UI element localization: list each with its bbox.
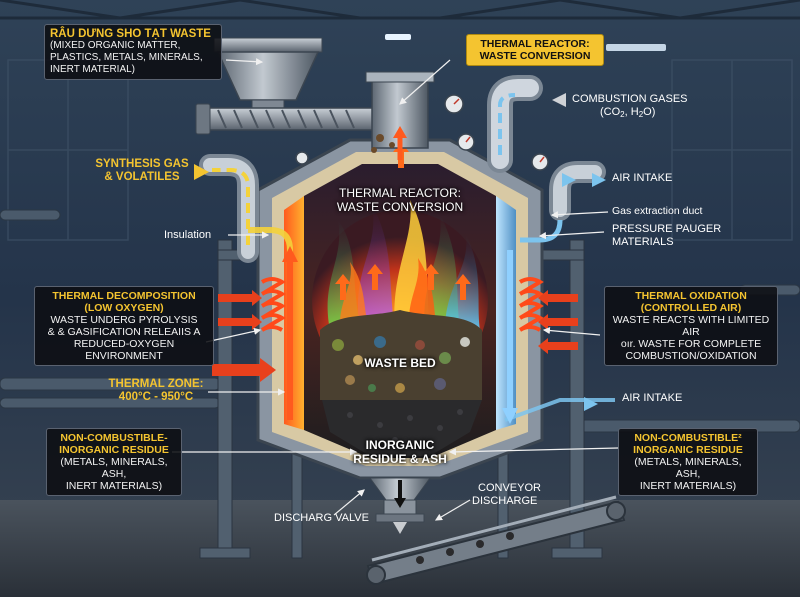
residue-right-title-line1: NON-COMBUSTIBLE² [634, 432, 742, 444]
conveyor-belt [366, 495, 626, 586]
thermal-decomposition-label: THERMAL DECOMPOSITION (LOW OXYGEN) WASTE… [34, 286, 214, 366]
screw-feeder [195, 103, 379, 135]
feed-waste-label: RÂU DƯNG SHO TẠT WASTE (MIXED ORGANIC MA… [44, 24, 222, 80]
ash-pile [322, 400, 482, 456]
waste-bed-label: WASTE BED [364, 356, 436, 370]
residue-right-title-line2: INORGANIC RESIDUE [633, 444, 743, 456]
reactor-top-label: THERMAL REACTOR: WASTE CONVERSION [466, 34, 604, 66]
residue-right-desc-line1: (METALS, MINERALS, ASH, [634, 456, 742, 480]
combustion-formula-a: (CO [600, 106, 621, 118]
residue-left-desc-line1: (METALS, MINERALS, ASH, [60, 456, 168, 480]
reactor-mid-line1: THERMAL REACTOR: [338, 186, 461, 200]
residue-left-title-line1: NON-COMBUSTIBLE- [60, 432, 168, 444]
residue-right-desc-line2: INERT MATERIALS) [639, 480, 737, 492]
thermal-zone-label: THERMAL ZONE: 400°C - 950°C [104, 378, 208, 404]
oxid-title-line2: (CONTROLLED AIR) [640, 302, 742, 314]
reactor-mid-label: THERMAL REACTOR: WASTE CONVERSION [322, 186, 478, 214]
pressure-gauge-label: PRESSURE PAUGER MATERIALS [612, 223, 752, 249]
decomp-title-line1: THERMAL DECOMPOSITION [52, 290, 196, 302]
waste-debris [332, 336, 470, 393]
heating-coil-right [518, 277, 544, 332]
synthesis-gas-line1: SYNTHESIS GAS [95, 158, 189, 170]
thermal-oxidation-label: THERMAL OXIDATION (CONTROLLED AIR) WASTE… [604, 286, 778, 366]
conveyor-line2: DISCHARGE [472, 495, 538, 507]
combustion-formula-b: , H [624, 106, 639, 118]
residue-left-desc-line2: INERT MATERIALS) [65, 480, 163, 492]
flow-arrows [194, 93, 606, 508]
thermal-zone-line2: 400°C - 950°C [118, 391, 194, 403]
heating-coil-left [260, 277, 286, 332]
pressure-gauge-line2: MATERIALS [612, 236, 674, 248]
pressure-gauge-line1: PRESSURE PAUGER [612, 223, 722, 235]
residue-left-label: NON-COMBUSTIBLE- INORGANIC RESIDUE (META… [46, 428, 182, 496]
synthesis-gas-label: SYNTHESIS GAS & VOLATILES [92, 158, 192, 184]
ceiling-lights [385, 34, 666, 51]
decomp-title-line2: (LOW OXYGEN) [84, 302, 164, 314]
feed-waste-desc: (MIXED ORGANIC MATTER, PLASTICS, METALS,… [50, 40, 203, 75]
residue-left-title-line2: INORGANIC RESIDUE [59, 444, 169, 456]
oxid-title-line1: THERMAL OXIDATION [635, 290, 747, 302]
air-intake-bottom-label: AIR INTAKE [622, 392, 683, 404]
reactor-top-line1: THERMAL REACTOR: [480, 38, 590, 50]
reactor-mid-line2: WASTE CONVERSION [336, 200, 464, 214]
discharge-valve-label: DISCHARG VALVE [274, 512, 369, 524]
residue-right-label: NON-COMBUSTIBLE² INORGANIC RESIDUE (META… [618, 428, 758, 496]
decomp-desc-line2: & & GASIFICATION RELEAIIS A [47, 326, 201, 338]
waste-bed [320, 310, 482, 400]
insulation-label: Insulation [164, 229, 212, 241]
oxid-desc-line1: WASTE REACTS WITH LIMITED AIR [612, 314, 770, 338]
combustion-formula-sub-b: 2 [638, 110, 644, 119]
air-intake-top-label: AIR INTAKE [612, 172, 673, 184]
decomp-desc-line1: WASTE UNDERG PYROLYSIS [50, 314, 198, 326]
gas-extraction-label: Gas extraction duct [612, 205, 703, 217]
combustion-gases-title: COMBUSTION GASES [572, 93, 688, 105]
combustion-formula-c: O) [643, 106, 656, 118]
reactor-chimney [365, 71, 435, 153]
oxid-desc-line3: COMBUSTION/OXIDATION [625, 350, 757, 362]
reactor-top-line2: WASTE CONVERSION [479, 50, 591, 62]
inorganic-line1: INORGANIC [365, 438, 435, 452]
side-walls [7, 59, 793, 241]
flames [327, 200, 480, 330]
inorganic-residue-label: INORGANIC RESIDUE & ASH [346, 438, 454, 466]
thermal-zone-line1: THERMAL ZONE: [108, 378, 204, 390]
synthesis-gas-line2: & VOLATILES [104, 171, 180, 183]
combustion-formula-sub-a: 2 [620, 110, 625, 119]
feed-waste-title: RÂU DƯNG SHO TẠT WASTE [50, 28, 211, 40]
inorganic-line2: RESIDUE & ASH [353, 452, 447, 466]
combustion-gases-label: COMBUSTION GASES (CO2, H2O) [572, 93, 702, 121]
pointer-lines [172, 58, 619, 521]
combustion-gases-formula: (CO2, H2O) [572, 106, 702, 121]
ash-texture [347, 409, 463, 443]
decomp-desc-line3: REDUCED-OXYGEN ENVIRONMENT [73, 338, 175, 362]
ceiling-trusses [0, 0, 800, 20]
conveyor-discharge-label: CONVEYOR DISCHARGE [472, 482, 562, 508]
conveyor-line1: CONVEYOR [478, 482, 541, 494]
oxid-desc-line2: oır. WASTE FOR COMPLETE [620, 338, 762, 350]
